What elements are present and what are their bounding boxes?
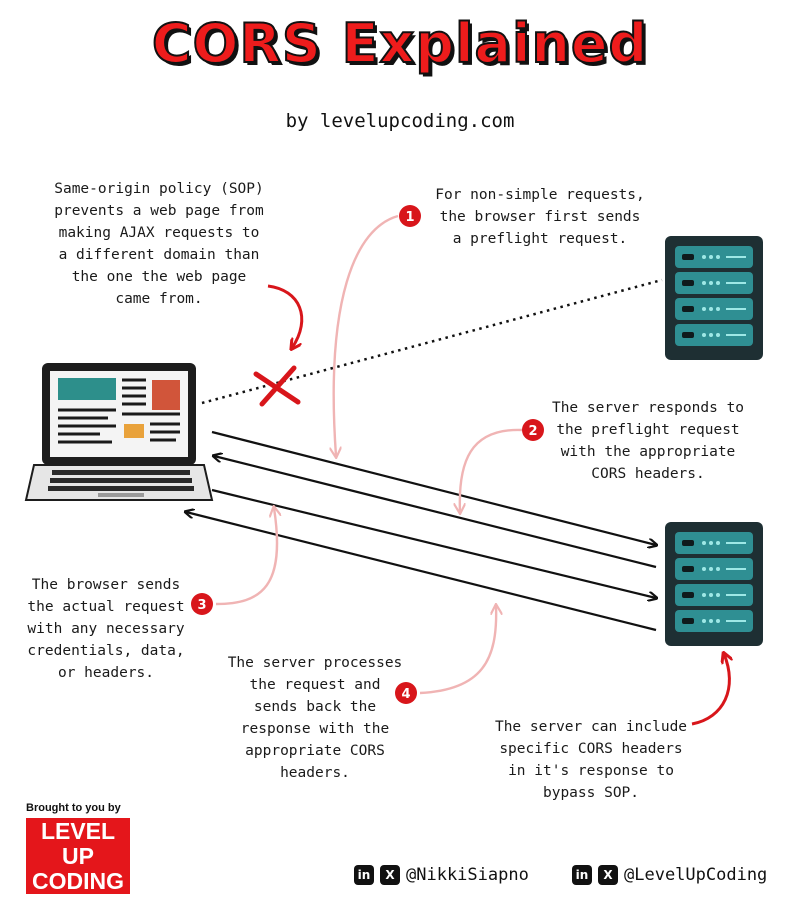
social-link-nikki[interactable]: in X @NikkiSiapno — [354, 865, 529, 885]
note-line: The server can include — [494, 719, 688, 735]
social-link-levelup[interactable]: in X @LevelUpCoding — [572, 865, 767, 885]
linkedin-icon: in — [354, 865, 374, 885]
note-line: the preflight request — [556, 422, 740, 438]
note-line: headers. — [280, 765, 350, 781]
note-line: sends back the — [253, 699, 377, 715]
step-3-arrow — [215, 508, 277, 606]
note-line: The browser sends — [31, 577, 181, 593]
linkedin-icon: in — [572, 865, 592, 885]
logo-line: CODING — [32, 867, 124, 894]
step-badge-1: 1 — [399, 205, 421, 227]
brought-by-label: Brought to you by — [26, 802, 121, 814]
step-number: 2 — [528, 424, 537, 439]
step-number: 3 — [197, 598, 206, 613]
step-2-arrow — [460, 428, 523, 512]
bypass-arrow — [691, 654, 729, 726]
note-line: the actual request — [27, 599, 185, 615]
note-line: came from. — [115, 291, 203, 307]
step-number: 4 — [401, 687, 410, 702]
social-handle: @NikkiSiapno — [406, 865, 529, 885]
x-icon: X — [380, 865, 400, 885]
note-line: in it's response to — [508, 763, 674, 779]
note-line: specific CORS headers — [499, 741, 683, 757]
note-line: For non-simple requests, — [435, 187, 645, 203]
sop-arrow — [267, 284, 304, 348]
note-line: appropriate CORS — [245, 743, 385, 759]
actual-request-line — [211, 488, 656, 598]
note-line: the request and — [249, 677, 381, 693]
server-rack-icon — [665, 522, 763, 646]
note-line: a preflight request. — [452, 231, 628, 247]
server-responds-note: The server responds to the preflight req… — [532, 397, 764, 485]
note-line: making AJAX requests to — [58, 225, 260, 241]
step-number: 1 — [405, 210, 414, 225]
x-icon: X — [598, 865, 618, 885]
note-line: bypass SOP. — [542, 785, 640, 801]
page-title: CORS Explained — [151, 11, 649, 76]
step-1-arrow — [334, 214, 399, 456]
cross-mark-icon — [253, 365, 301, 407]
note-line: with the appropriate — [560, 444, 736, 460]
note-line: credentials, data, — [27, 643, 185, 659]
step-badge-3: 3 — [191, 593, 213, 615]
note-line: a different domain than — [58, 247, 260, 263]
preflight-request-line — [211, 430, 656, 545]
note-line: with any necessary — [27, 621, 185, 637]
note-line: the one the web page — [71, 269, 247, 285]
note-line: Same-origin policy (SOP) — [54, 181, 264, 197]
processes-note: The server processes the request and sen… — [212, 652, 418, 784]
actual-response-line — [186, 512, 657, 632]
logo-line: LEVEL UP — [40, 817, 116, 869]
note-line: response with the — [240, 721, 390, 737]
note-line: the browser first sends — [439, 209, 641, 225]
server-include-note: The server can include specific CORS hea… — [478, 716, 704, 804]
actual-request-note: The browser sends the actual request wit… — [14, 574, 198, 684]
note-line: The server responds to — [551, 400, 745, 416]
step-badge-4: 4 — [395, 682, 417, 704]
byline: by levelupcoding.com — [285, 110, 515, 132]
note-line: The server processes — [227, 655, 403, 671]
step-badge-2: 2 — [522, 419, 544, 441]
note-line: CORS headers. — [591, 466, 705, 482]
server-rack-icon — [665, 236, 763, 360]
note-line: prevents a web page from — [54, 203, 264, 219]
preflight-note: For non-simple requests, the browser fir… — [418, 184, 662, 250]
step-4-arrow — [419, 606, 496, 695]
note-line: or headers. — [57, 665, 155, 681]
laptop-icon — [24, 363, 214, 501]
preflight-response-line — [214, 456, 657, 569]
level-up-coding-logo[interactable]: LEVEL UP CODING — [26, 818, 130, 894]
social-handle: @LevelUpCoding — [624, 865, 768, 885]
sop-note: Same-origin policy (SOP) prevents a web … — [28, 178, 290, 310]
